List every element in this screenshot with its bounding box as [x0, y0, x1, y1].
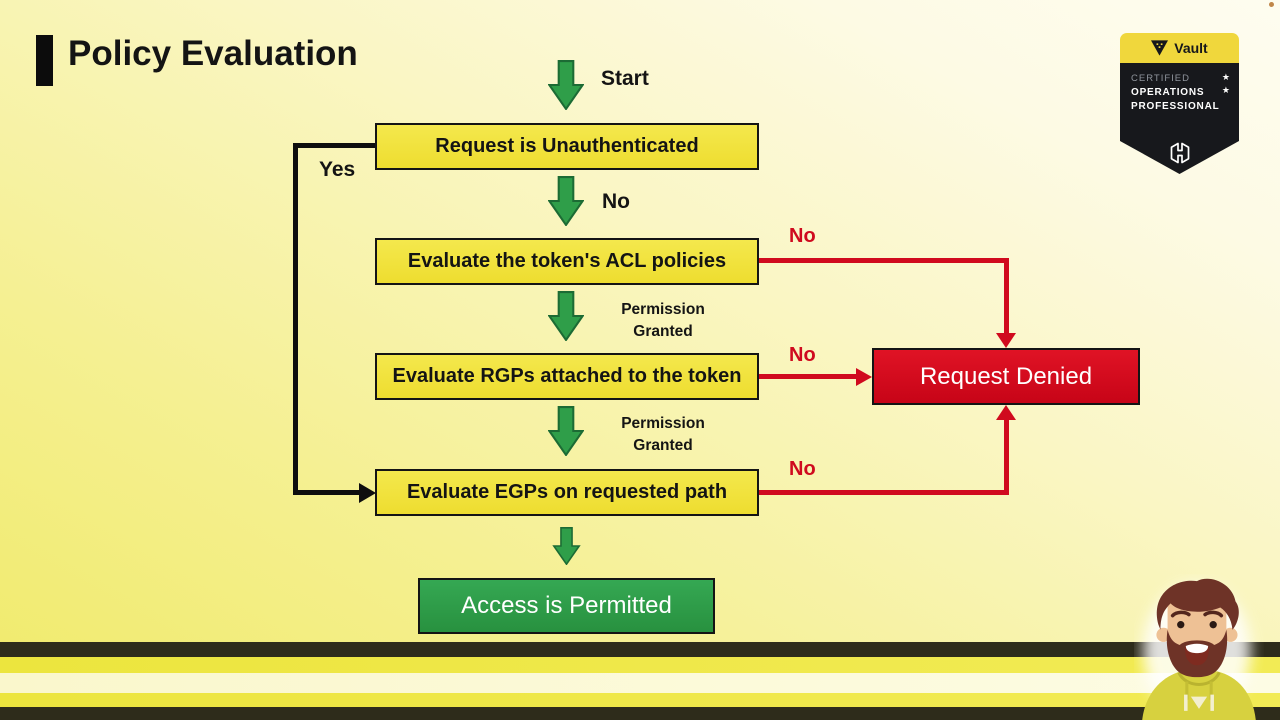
flow-node-request-unauthenticated: Request is Unauthenticated	[375, 123, 759, 170]
edge-egp-no-vertical	[1004, 420, 1009, 495]
edge-label-start: Start	[601, 67, 649, 90]
bottom-stripe-light	[0, 673, 1280, 693]
flow-arrow-icon	[552, 527, 581, 565]
flow-node-evaluate-acl: Evaluate the token's ACL policies	[375, 238, 759, 285]
flow-node-request-denied: Request Denied	[872, 348, 1140, 405]
flow-arrow-icon	[548, 406, 584, 456]
flow-arrow-icon	[548, 176, 584, 226]
vault-logo-icon	[1151, 40, 1169, 56]
corner-dot	[1269, 2, 1274, 7]
badge-stars: ★ ★	[1222, 71, 1230, 97]
badge-header: Vault	[1120, 33, 1239, 63]
edge-label-no: No	[602, 190, 630, 213]
edge-egp-no-arrowhead	[996, 405, 1016, 420]
flow-node-evaluate-egp: Evaluate EGPs on requested path	[375, 469, 759, 516]
edge-acl-no-vertical	[1004, 258, 1009, 334]
edge-rgp-no-arrowhead	[856, 368, 872, 386]
star-icon: ★	[1221, 72, 1230, 82]
edge-acl-no-arrowhead	[996, 333, 1016, 348]
bottom-stripe-yellow	[0, 657, 1280, 673]
edge-label-permission-granted: Permission Granted	[621, 415, 705, 454]
start-arrow-icon	[548, 60, 584, 110]
vault-certification-badge: Vault CERTIFIED OPERATIONS PROFESSIONAL …	[1120, 33, 1239, 174]
edge-label-egp-no: No	[789, 458, 816, 480]
edge-yes-top	[293, 143, 377, 148]
badge-certified-label: CERTIFIED	[1131, 73, 1190, 84]
edge-yes-arrowhead	[359, 483, 376, 503]
page-title: Policy Evaluation	[68, 34, 358, 73]
flow-node-access-permitted: Access is Permitted	[418, 578, 715, 634]
edge-rgp-no	[759, 374, 857, 379]
star-icon: ★	[1221, 85, 1230, 95]
edge-acl-no-horizontal	[759, 258, 1009, 263]
edge-label-acl-no: No	[789, 225, 816, 247]
badge-professional-label: PROFESSIONAL	[1131, 101, 1220, 112]
flow-node-evaluate-rgp: Evaluate RGPs attached to the token	[375, 353, 759, 400]
badge-body: CERTIFIED OPERATIONS PROFESSIONAL ★ ★	[1120, 63, 1239, 141]
edge-label-permission-granted: Permission Granted	[621, 301, 705, 340]
edge-yes-vertical	[293, 143, 298, 494]
bottom-stripe-dark	[0, 642, 1280, 657]
bottom-stripe-dark	[0, 707, 1280, 720]
badge-operations-label: OPERATIONS	[1131, 87, 1205, 98]
bottom-stripe-yellow	[0, 693, 1280, 707]
edge-label-yes: Yes	[319, 158, 356, 181]
title-accent-bar	[36, 35, 53, 86]
hashicorp-logo-icon	[1170, 142, 1189, 164]
flow-arrow-icon	[548, 291, 584, 341]
edge-yes-bottom	[293, 490, 361, 495]
badge-product-name: Vault	[1174, 40, 1208, 56]
presenter-avatar-illustration	[1142, 578, 1256, 720]
edge-label-rgp-no: No	[789, 344, 816, 366]
edge-egp-no-horizontal	[759, 490, 1009, 495]
